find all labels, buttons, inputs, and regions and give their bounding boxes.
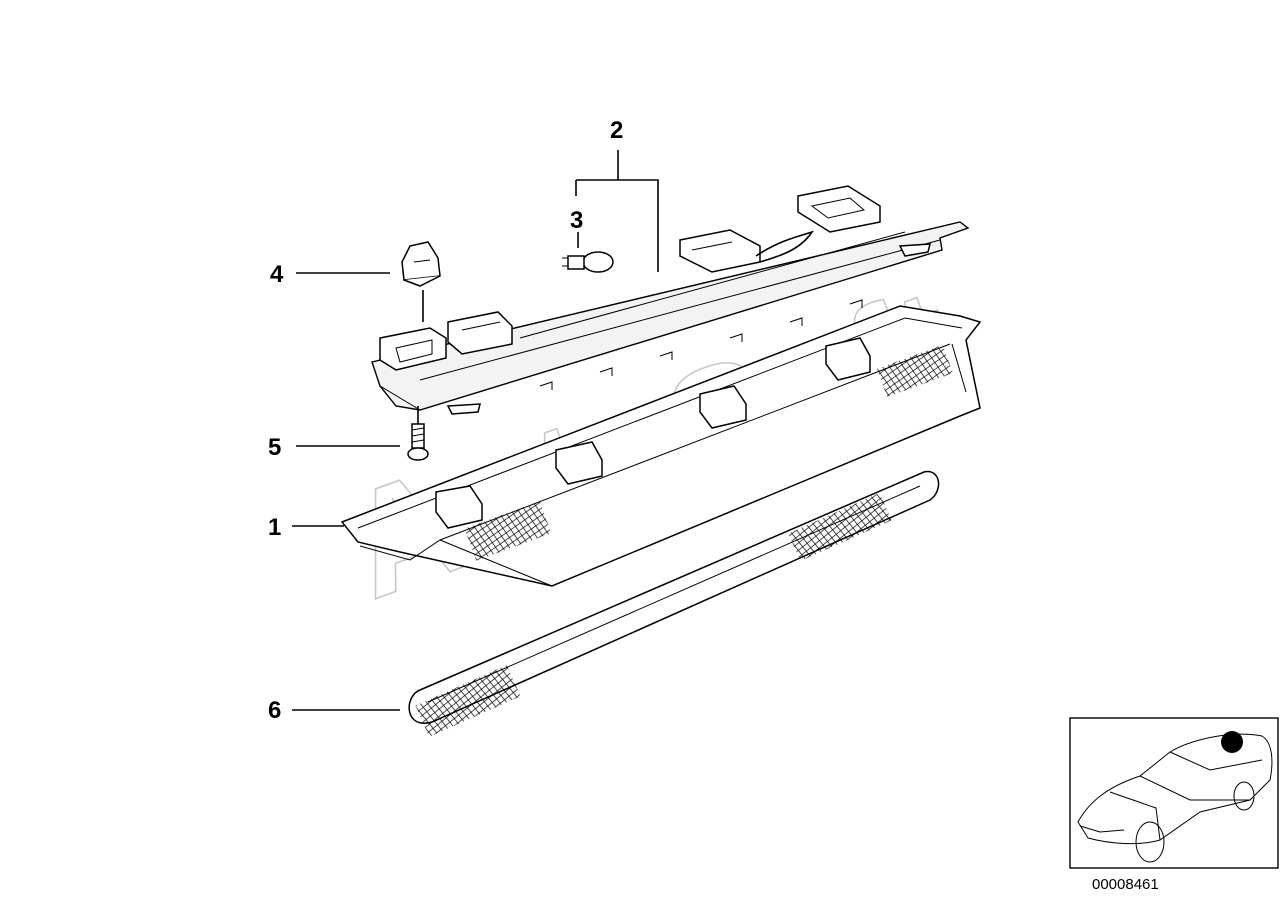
callout-3: 3	[570, 207, 583, 234]
callout-5: 5	[268, 434, 281, 461]
part-2-bulb-carrier	[371, 185, 970, 415]
callout-1: 1	[268, 514, 281, 541]
car-outline-icon	[1077, 733, 1273, 863]
locator-dot	[1221, 731, 1243, 753]
reference-number: 00008461	[1092, 876, 1159, 893]
locator-inset: 00008461	[1069, 717, 1279, 893]
part-3-bulb	[562, 251, 614, 273]
part-4-clip	[401, 241, 441, 287]
callout-4: 4	[270, 261, 284, 288]
part-1-lamp-housing	[340, 305, 982, 587]
part-5-screw	[407, 423, 429, 461]
leader-lines	[292, 150, 659, 711]
part-6-lens-strip	[408, 470, 940, 737]
callout-6: 6	[268, 697, 281, 724]
callout-2: 2	[610, 117, 623, 144]
